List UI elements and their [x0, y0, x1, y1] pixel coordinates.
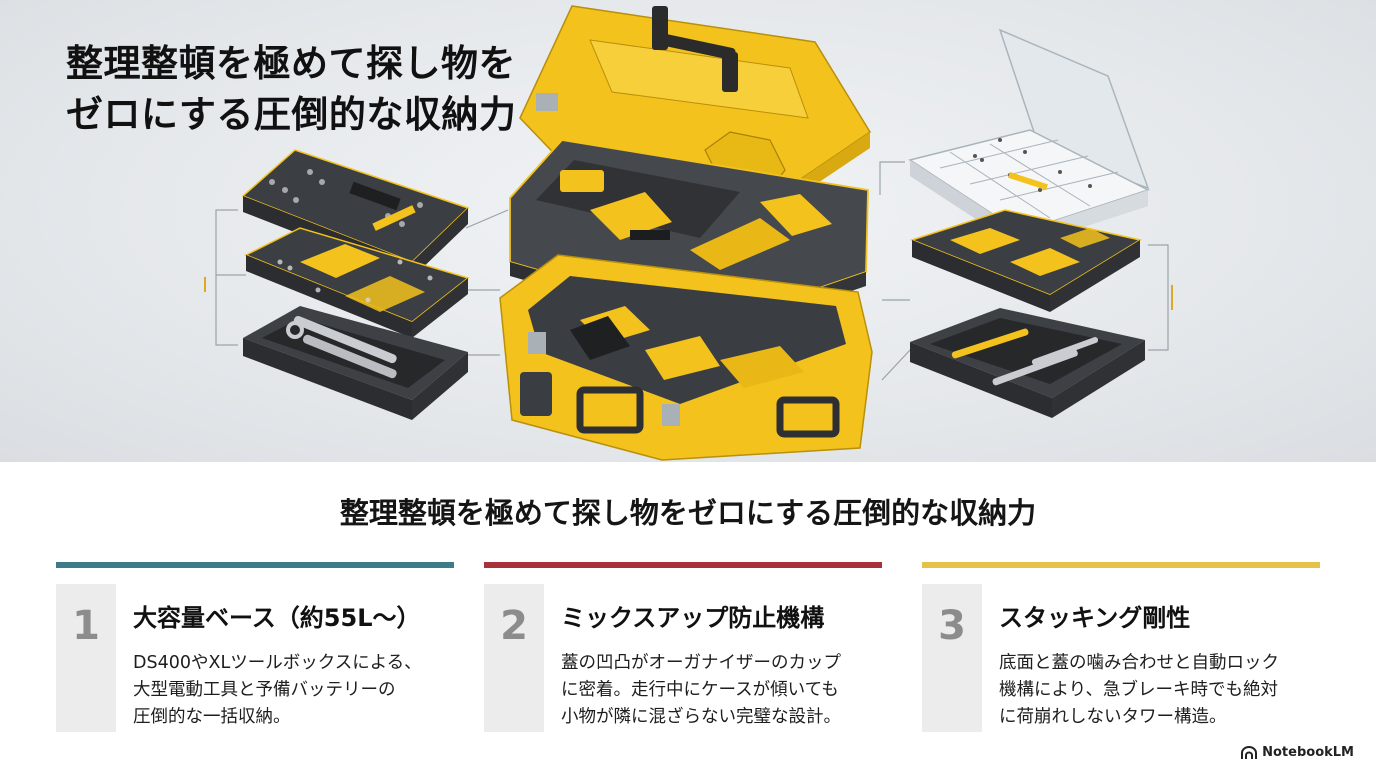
card-body-line: に荷崩れしないタワー構造。: [999, 707, 1227, 727]
card-body: 蓋の凹凸がオーガナイザーのカップ に密着。走行中にケースが傾いても 小物が隣に混…: [561, 650, 881, 731]
card-title: 大容量ベース（約55L〜）: [133, 604, 421, 632]
card-body-line: 機構により、急ブレーキ時でも絶対: [999, 680, 1278, 700]
card-body-line: 蓋の凹凸がオーガナイザーのカップ: [561, 653, 841, 673]
card-number: 1: [56, 584, 116, 732]
card-body: DS400やXLツールボックスによる、 大型電動工具と予備バッテリーの 圧倒的な…: [133, 650, 453, 731]
card-number: 2: [484, 584, 544, 732]
card-accent-bar: [56, 562, 454, 568]
card-title: スタッキング剛性: [999, 604, 1191, 632]
card-body-line: 圧倒的な一括収納。: [133, 707, 291, 727]
notebooklm-brand: NotebookLM: [1241, 745, 1354, 760]
right-tool-tray: [910, 308, 1145, 418]
brand-label: NotebookLM: [1262, 745, 1354, 760]
hero-illustration-panel: 整理整頓を極めて探し物を ゼロにする圧倒的な収納力: [0, 0, 1376, 462]
card-number: 3: [922, 584, 982, 732]
card-body-line: 底面と蓋の噛み合わせと自動ロック: [999, 653, 1279, 673]
hero-title: 整理整頓を極めて探し物を ゼロにする圧倒的な収納力: [66, 38, 516, 140]
hero-title-line-1: 整理整頓を極めて探し物を: [66, 42, 516, 85]
card-body-line: 大型電動工具と予備バッテリーの: [133, 680, 396, 700]
card-body-line: に密着。走行中にケースが傾いても: [561, 680, 839, 700]
card-body: 底面と蓋の噛み合わせと自動ロック 機構により、急ブレーキ時でも絶対 に荷崩れしな…: [999, 650, 1319, 731]
hero-title-line-2: ゼロにする圧倒的な収納力: [66, 93, 517, 136]
feature-card-2: 2 ミックスアップ防止機構 蓋の凹凸がオーガナイザーのカップ に密着。走行中にケ…: [484, 562, 882, 734]
card-accent-bar: [484, 562, 882, 568]
toolbox-system-illustration: [204, 5, 1173, 461]
feature-card-3: 3 スタッキング剛性 底面と蓋の噛み合わせと自動ロック 機構により、急ブレーキ時…: [922, 562, 1320, 734]
section-headline: 整理整頓を極めて探し物をゼロにする圧倒的な収納力: [339, 496, 1037, 530]
card-body-line: DS400やXLツールボックスによる、: [133, 653, 422, 673]
card-title: ミックスアップ防止機構: [561, 604, 825, 632]
notebooklm-logo-icon: [1241, 745, 1258, 759]
feature-card-1: 1 大容量ベース（約55L〜） DS400やXLツールボックスによる、 大型電動…: [56, 562, 454, 734]
left-organizer-tray-middle: [244, 227, 470, 338]
right-organizer-tray-middle: [909, 209, 1142, 312]
left-wrench-tray: [243, 306, 468, 420]
center-toolbox-base: [499, 254, 873, 461]
card-body-line: 小物が隣に混ざらない完璧な設計。: [561, 707, 841, 727]
card-accent-bar: [922, 562, 1320, 568]
